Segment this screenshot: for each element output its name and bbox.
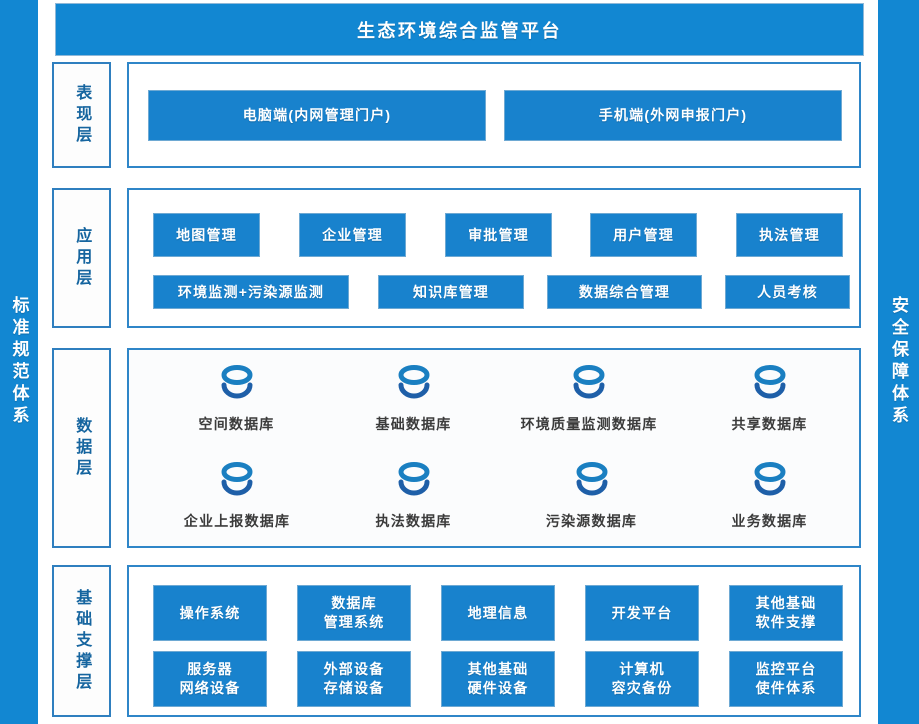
module-enterprise-management[interactable]: 企业管理 [299, 213, 406, 257]
module-line1: 外部设备 [323, 661, 385, 678]
layer-label-data: 数据层 [52, 348, 111, 548]
module-personnel-assessment[interactable]: 人员考核 [725, 275, 850, 309]
module-line2: 管理系统 [323, 614, 385, 630]
db-label: 业务数据库 [731, 513, 808, 529]
module-line2: 软件支撑 [755, 614, 817, 630]
module-environment-and-pollution-monitoring[interactable]: 环境监测+污染源监测 [153, 275, 349, 309]
module-dev-platform[interactable]: 开发平台 [585, 585, 699, 641]
module-integrated-data-management[interactable]: 数据综合管理 [547, 275, 702, 309]
module-line1: 地理信息 [467, 604, 529, 621]
db-label: 企业上报数据库 [183, 513, 291, 529]
module-line1: 计算机 [619, 661, 665, 678]
database-icon [398, 462, 429, 496]
db-item-enterprise-report[interactable]: 企业上报数据库 [157, 462, 317, 531]
module-other-basic-hardware[interactable]: 其他基础硬件设备 [441, 651, 555, 707]
module-other-basic-software[interactable]: 其他基础软件支撑 [729, 585, 843, 641]
db-item-business[interactable]: 业务数据库 [697, 462, 842, 531]
db-item-spatial[interactable]: 空间数据库 [164, 365, 309, 434]
module-mobile-portal[interactable]: 手机端(外网申报门户) [504, 90, 842, 141]
module-line1: 操作系统 [179, 604, 241, 621]
db-item-basic[interactable]: 基础数据库 [341, 365, 486, 434]
db-item-enforcement[interactable]: 执法数据库 [341, 462, 486, 531]
platform-title-bar: 生态环境综合监管平台 [55, 3, 864, 56]
module-enforcement-management[interactable]: 执法管理 [736, 213, 843, 257]
layer-label-data-text: 数据层 [73, 416, 91, 480]
module-operating-system[interactable]: 操作系统 [153, 585, 267, 641]
db-label: 污染源数据库 [545, 513, 638, 529]
module-map-management[interactable]: 地图管理 [153, 213, 260, 257]
module-external-storage[interactable]: 外部设备存储设备 [297, 651, 411, 707]
module-line1: 监控平台 [755, 661, 817, 678]
db-item-pollution-source[interactable]: 污染源数据库 [514, 462, 669, 531]
module-line1: 开发平台 [611, 604, 673, 621]
module-gis[interactable]: 地理信息 [441, 585, 555, 641]
panel-infrastructure: 操作系统 数据库管理系统 地理信息 开发平台 其他基础软件支撑 服务器网络设备 … [127, 565, 861, 717]
module-line1: 其他基础 [755, 595, 817, 612]
module-line2: 网络设备 [179, 680, 241, 696]
module-dbms[interactable]: 数据库管理系统 [297, 585, 411, 641]
database-icon [576, 462, 607, 496]
db-label: 基础数据库 [375, 416, 452, 432]
db-item-environment-quality[interactable]: 环境质量监测数据库 [499, 365, 679, 434]
module-line1: 其他基础 [467, 661, 529, 678]
db-label: 执法数据库 [375, 513, 452, 529]
database-icon [573, 365, 605, 399]
sidebar-standards-system: 标准规范体系 [0, 0, 41, 724]
module-knowledge-base-management[interactable]: 知识库管理 [378, 275, 524, 309]
database-icon [221, 462, 253, 496]
module-line2: 容灾备份 [611, 680, 673, 696]
layer-label-infrastructure: 基础支撑层 [52, 565, 111, 717]
sidebar-left-label: 标准规范体系 [9, 296, 29, 428]
layer-label-presentation-text: 表现层 [73, 83, 91, 147]
module-computer-disaster-recovery[interactable]: 计算机容灾备份 [585, 651, 699, 707]
database-icon [398, 365, 429, 399]
db-label: 环境质量监测数据库 [520, 416, 658, 432]
page-title: 生态环境综合监管平台 [357, 20, 562, 41]
db-label: 空间数据库 [198, 416, 275, 432]
database-icon [754, 462, 785, 496]
module-line1: 数据库 [331, 595, 377, 612]
module-server-network[interactable]: 服务器网络设备 [153, 651, 267, 707]
module-line2: 存储设备 [323, 680, 385, 696]
layer-label-presentation: 表现层 [52, 62, 111, 168]
sidebar-right-label: 安全保障体系 [889, 296, 909, 428]
layer-label-application: 应用层 [52, 188, 111, 328]
module-line2: 使件体系 [755, 680, 817, 696]
panel-presentation: 电脑端(内网管理门户) 手机端(外网申报门户) [127, 62, 861, 168]
module-line2: 硬件设备 [467, 680, 529, 696]
module-line1: 服务器 [187, 661, 233, 678]
database-icon [221, 365, 252, 399]
module-pc-portal[interactable]: 电脑端(内网管理门户) [148, 90, 486, 141]
layer-label-application-text: 应用层 [73, 226, 91, 290]
module-user-management[interactable]: 用户管理 [590, 213, 697, 257]
panel-application: 地图管理 企业管理 审批管理 用户管理 执法管理 环境监测+污染源监测 知识库管… [127, 188, 861, 328]
module-approval-management[interactable]: 审批管理 [445, 213, 552, 257]
database-icon [754, 365, 785, 399]
db-item-shared[interactable]: 共享数据库 [697, 365, 842, 434]
module-monitoring-platform[interactable]: 监控平台使件体系 [729, 651, 843, 707]
db-label: 共享数据库 [731, 416, 808, 432]
sidebar-security-system: 安全保障体系 [878, 0, 919, 724]
panel-data: 空间数据库 基础数据库 环境质量监测数据库 共享数据库 [127, 348, 861, 548]
layer-label-infrastructure-text: 基础支撑层 [73, 588, 91, 694]
